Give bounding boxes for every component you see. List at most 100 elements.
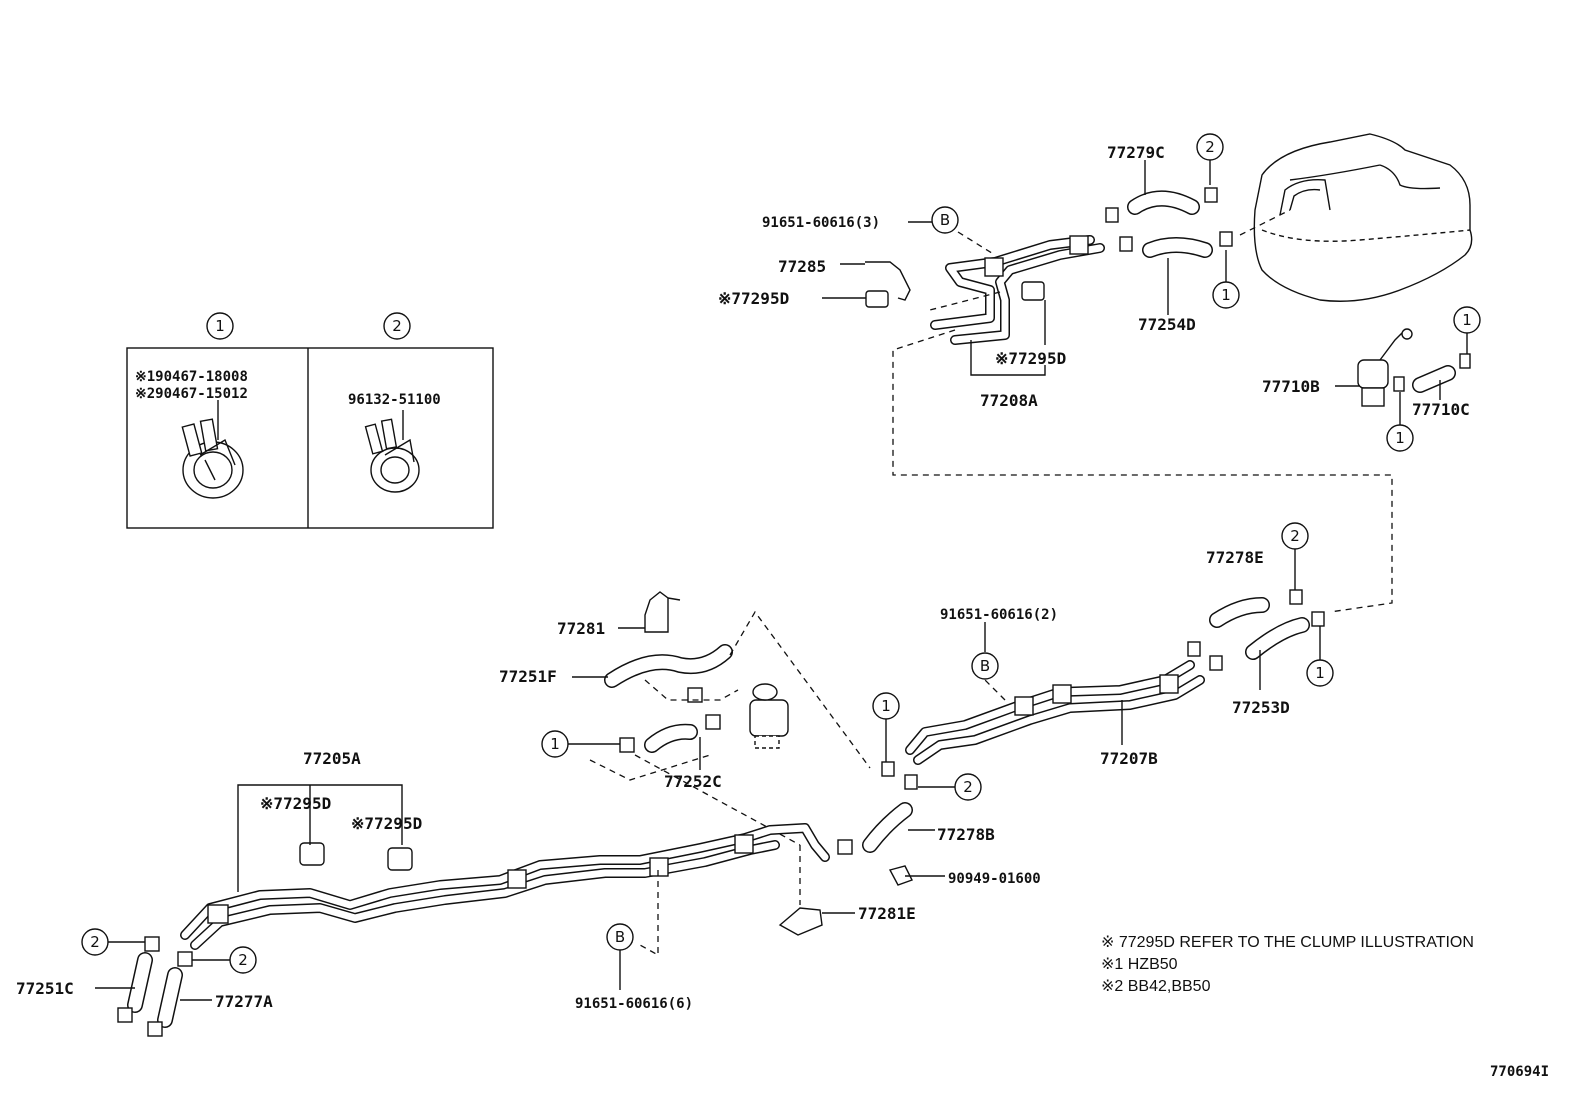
svg-text:B: B (940, 211, 950, 229)
fuel-filter-assembly (749, 683, 789, 749)
ref-circle-2-middle: 2 (1281, 522, 1309, 550)
clamp-77295D-upper-right (1021, 281, 1045, 301)
label-77253D: 77253D (1232, 698, 1290, 717)
label-77207B: 77207B (1100, 749, 1158, 768)
small-clamps-middle (881, 589, 1325, 790)
tank-connector-dash (1239, 209, 1291, 236)
ref-circle-1-valve-bottom: 1 (1386, 424, 1414, 452)
inset-ref-circle-2 (383, 312, 411, 340)
fuel-pipe-77207B (905, 660, 1205, 765)
label-77285: 77285 (778, 257, 826, 276)
clamp-b-dash-middle (984, 679, 1006, 701)
label-77208A: 77208A (980, 391, 1038, 410)
label-77251F: 77251F (499, 667, 557, 686)
fuel-pipe-77205A (180, 823, 830, 950)
label-77295D-b: ※77295D (995, 349, 1066, 368)
clamp-77710C-a (1393, 376, 1405, 392)
label-77252C: 77252C (664, 772, 722, 791)
svg-text:1: 1 (1395, 429, 1405, 447)
clamp-77295D-upper-left (865, 290, 889, 308)
clamp-dash-upper (929, 291, 1001, 311)
figure-id: 770694I (1490, 1064, 1549, 1080)
bracket-77281E (778, 907, 823, 936)
ref-circle-1-valve-top: 1 (1453, 306, 1481, 334)
ref-circle-2-lower-b: 2 (229, 946, 257, 974)
label-77710C: 77710C (1412, 400, 1470, 419)
bracket-77281 (644, 591, 681, 633)
ref-circle-2-lower-a: 2 (81, 928, 109, 956)
filter-dash-b (729, 610, 871, 769)
leader-lines (95, 160, 1468, 1001)
small-clamps-upper (1105, 187, 1233, 252)
label-77251C: 77251C (16, 979, 74, 998)
fuel-tank (1253, 133, 1473, 302)
label-77295D-d: ※77295D (351, 814, 422, 833)
clamp-77295D-lower-left (299, 842, 325, 866)
label-77279C: 77279C (1107, 143, 1165, 162)
ref-circle-1-center: 1 (872, 692, 900, 720)
label-77278B: 77278B (937, 825, 995, 844)
clamp2-part-number: 96132-51100 (348, 392, 441, 408)
label-91651-60616-2: 91651-60616(2) (940, 607, 1058, 623)
note-bb42-bb50: ※2 BB42,BB50 (1101, 978, 1211, 995)
clip-90949-01600 (888, 865, 913, 886)
label-77254D: 77254D (1138, 315, 1196, 334)
label-77281: 77281 (557, 619, 605, 638)
svg-text:1: 1 (1221, 286, 1231, 304)
clamp-77251F (687, 687, 703, 703)
ref-circle-1-middle: 1 (1306, 659, 1334, 687)
label-77710B: 77710B (1262, 377, 1320, 396)
clamp-77278B (837, 839, 853, 855)
inset-ref-2: 2 (392, 317, 402, 335)
svg-text:1: 1 (1462, 311, 1472, 329)
clamp-inset: 1 2 ※190467-18008 ※290467-15012 96132-51… (126, 312, 494, 529)
label-77295D-a: ※77295D (718, 289, 789, 308)
label-77278E: 77278E (1206, 548, 1264, 567)
ref-circle-1-left: 1 (541, 730, 569, 758)
svg-text:B: B (615, 928, 625, 946)
clamp-77252C-b (705, 714, 721, 730)
assembly-connector-dash (892, 329, 1393, 613)
ref-circle-2-top: 2 (1196, 133, 1224, 161)
svg-text:1: 1 (1315, 664, 1325, 682)
label-77205A: 77205A (303, 749, 361, 768)
label-90949-01600: 90949-01600 (948, 871, 1041, 887)
clamp1-part-number-a: ※190467-18008 (135, 369, 248, 385)
label-91651-60616-3: 91651-60616(3) (762, 215, 880, 231)
ref-circle-2-center: 2 (954, 773, 982, 801)
clamp1-part-number-b: ※290467-15012 (135, 386, 248, 402)
ref-circle-b-middle: B (971, 652, 999, 680)
label-77281E: 77281E (858, 904, 916, 923)
hose-clamp-2-icon (364, 418, 420, 493)
fuel-pipe-77208A (930, 235, 1105, 345)
svg-text:2: 2 (1290, 527, 1300, 545)
clamp-b-dash-upper (957, 231, 996, 256)
inset-box (126, 347, 494, 529)
note-hzb50: ※1 HZB50 (1101, 956, 1178, 973)
ref-circle-1-upper: 1 (1212, 281, 1240, 309)
valve-77710B (1357, 328, 1413, 407)
svg-text:1: 1 (550, 735, 560, 753)
clamp-b-dash-lower (639, 870, 659, 957)
ref-circle-b-upper: B (931, 206, 959, 234)
svg-text:1: 1 (881, 697, 891, 715)
ref-circle-b-lower: B (606, 923, 634, 951)
label-91651-60616-6: 91651-60616(6) (575, 996, 693, 1012)
bracket-77285 (865, 261, 911, 301)
clamp-77252C (619, 737, 635, 753)
hose-clamp-1-icon (181, 418, 244, 499)
clamp-77295D-lower-right (387, 847, 413, 871)
svg-text:2: 2 (963, 778, 973, 796)
svg-text:2: 2 (238, 951, 248, 969)
svg-text:2: 2 (90, 933, 100, 951)
svg-text:2: 2 (1205, 138, 1215, 156)
filter-dash-c (589, 754, 711, 781)
inset-ref-1: 1 (215, 317, 225, 335)
clamp-77710C-b (1459, 353, 1471, 369)
label-77295D-c: ※77295D (260, 794, 331, 813)
inset-ref-circle-1 (206, 312, 234, 340)
small-clamps-lower (117, 936, 193, 1037)
filter-dash-a (644, 679, 739, 701)
label-77277A: 77277A (215, 992, 273, 1011)
